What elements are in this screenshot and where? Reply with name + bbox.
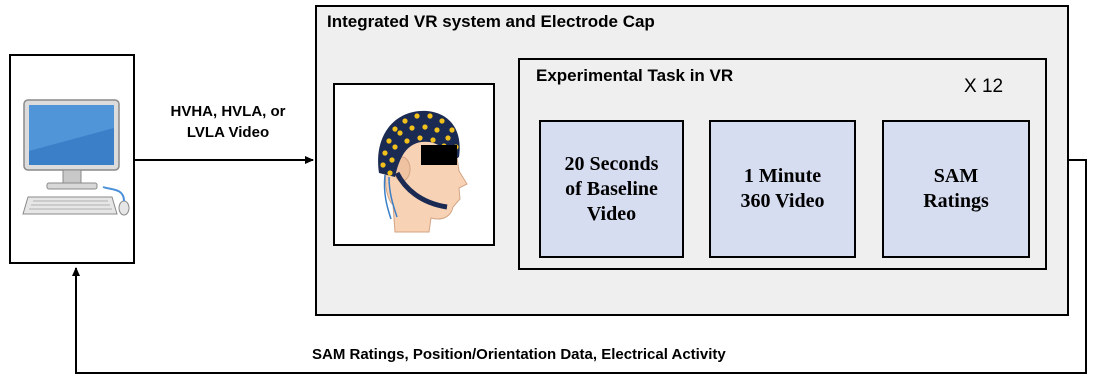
feedback-label: SAM Ratings, Position/Orientation Data, … (312, 346, 726, 363)
feedback-loop-line (72, 159, 1087, 374)
desktop-computer-icon (22, 99, 130, 216)
step-baseline-video-label: 20 Seconds of Baseline Video (564, 152, 659, 225)
video-input-label: HVHA, HVLA, or LVLA Video (170, 103, 286, 141)
head-with-electrode-cap-icon (378, 110, 468, 233)
experimental-task-title: Experimental Task in VR (536, 66, 734, 85)
step-360-video-label: 1 Minute 360 Video (740, 165, 825, 212)
computer-box (9, 54, 135, 264)
step-sam-ratings: SAM Ratings (882, 120, 1030, 258)
head-box (333, 83, 495, 246)
step-baseline-video: 20 Seconds of Baseline Video (539, 120, 684, 258)
step-sam-ratings-label: SAM Ratings (923, 165, 989, 212)
repeat-count: X 12 (964, 76, 1004, 97)
integrated-system-title: Integrated VR system and Electrode Cap (327, 12, 655, 31)
step-360-video: 1 Minute 360 Video (709, 120, 856, 258)
